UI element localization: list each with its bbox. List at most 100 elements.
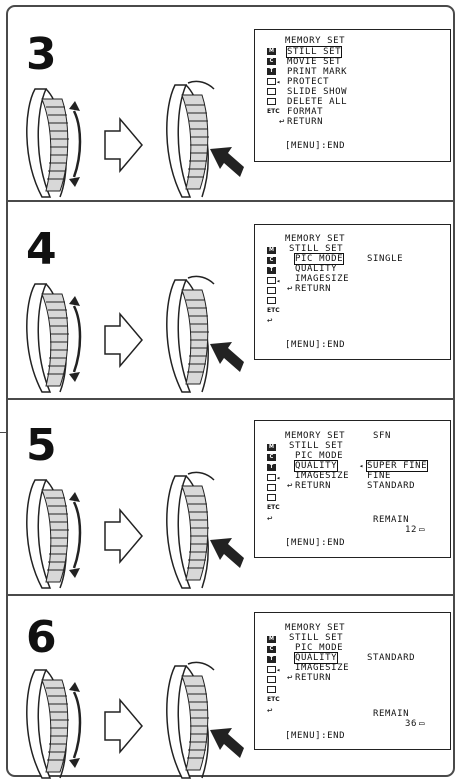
tape-icon: T bbox=[267, 656, 276, 663]
step-number: 5 bbox=[26, 420, 57, 471]
tv-icon bbox=[267, 676, 276, 683]
menu-screen: MEMORY SET STILL SET PIC MODE QUALITY ST… bbox=[254, 612, 451, 750]
step-panel: 3 MEMORY SET STILL SET MOVIE SET PRINT M… bbox=[8, 7, 453, 200]
dial-illustration bbox=[25, 471, 246, 590]
dial-illustration bbox=[25, 80, 246, 199]
etc-icon: ETC bbox=[267, 504, 280, 511]
menu-value: STANDARD bbox=[367, 653, 416, 663]
tape-icon: T bbox=[267, 267, 276, 274]
memory-card-icon: ▭ bbox=[419, 525, 426, 535]
step-panel: 5 MEMORY SET SFN STILL SET PIC MODE QUAL… bbox=[8, 400, 453, 594]
step-panel: 6 MEMORY SET STILL SET PIC MODE QUALITY … bbox=[8, 596, 453, 780]
display-icon bbox=[267, 474, 276, 481]
menu-item: FORMAT bbox=[287, 107, 324, 117]
display-icon bbox=[267, 78, 276, 85]
menu-item: IMAGESIZE bbox=[295, 663, 350, 673]
menu-item: IMAGESIZE bbox=[295, 471, 350, 481]
setup-icon bbox=[267, 686, 276, 693]
margin-tick bbox=[0, 432, 6, 433]
menu-title: MEMORY SET bbox=[285, 431, 346, 441]
menu-item: PRINT MARK bbox=[287, 67, 348, 77]
camera-icon: C bbox=[267, 646, 276, 653]
tv-icon bbox=[267, 484, 276, 491]
menu-item-return: RETURN bbox=[295, 284, 332, 294]
menu-value: SINGLE bbox=[367, 254, 404, 264]
return-icon: ↩ bbox=[267, 514, 274, 524]
divider bbox=[6, 200, 455, 202]
menu-footer: [MENU]:END bbox=[285, 731, 346, 741]
option-super-fine: SUPER FINE bbox=[365, 460, 429, 472]
remain-value: 12 bbox=[405, 525, 418, 535]
memory-icon: M bbox=[267, 48, 276, 55]
menu-item: PIC MODE bbox=[295, 451, 344, 461]
step-panel: 4 MEMORY SET STILL SET PIC MODE SINGLE Q… bbox=[8, 202, 453, 398]
menu-screen: MEMORY SET SFN STILL SET PIC MODE QUALIT… bbox=[254, 420, 451, 558]
menu-screen: MEMORY SET STILL SET MOVIE SET PRINT MAR… bbox=[254, 29, 451, 162]
arrow-left-icon: ◂ bbox=[276, 277, 281, 285]
menu-item-return: RETURN bbox=[287, 117, 324, 127]
display-icon bbox=[267, 277, 276, 284]
submenu-title: STILL SET bbox=[289, 244, 344, 254]
menu-footer: [MENU]:END bbox=[285, 141, 346, 151]
tv-icon bbox=[267, 287, 276, 294]
menu-title: MEMORY SET bbox=[285, 36, 346, 46]
step-number: 6 bbox=[26, 612, 57, 663]
return-icon: ↩ bbox=[267, 316, 274, 326]
menu-title: MEMORY SET bbox=[285, 623, 346, 633]
menu-item: MOVIE SET bbox=[287, 57, 342, 67]
menu-item: DELETE ALL bbox=[287, 97, 348, 107]
remain-value: 36 bbox=[405, 719, 418, 729]
memory-icon: M bbox=[267, 444, 276, 451]
setup-icon bbox=[267, 98, 276, 105]
menu-item-pic-mode: PIC MODE bbox=[293, 253, 345, 265]
tv-icon bbox=[267, 88, 276, 95]
menu-footer: [MENU]:END bbox=[285, 538, 346, 548]
etc-icon: ETC bbox=[267, 696, 280, 703]
page-frame bbox=[6, 5, 455, 777]
step-number: 3 bbox=[26, 29, 57, 80]
return-icon: ↩ bbox=[287, 481, 294, 491]
arrow-left-icon: ◂ bbox=[276, 666, 281, 674]
tape-icon: T bbox=[267, 68, 276, 75]
menu-item: SLIDE SHOW bbox=[287, 87, 348, 97]
memory-icon: M bbox=[267, 247, 276, 254]
arrow-left-icon: ◂ bbox=[276, 78, 281, 86]
menu-item: PROTECT bbox=[287, 77, 330, 87]
divider bbox=[6, 398, 455, 400]
setup-icon bbox=[267, 297, 276, 304]
menu-item-return: RETURN bbox=[295, 481, 332, 491]
return-icon: ↩ bbox=[287, 673, 294, 683]
menu-title: MEMORY SET bbox=[285, 234, 346, 244]
step-number: 4 bbox=[26, 224, 57, 275]
arrow-left-icon: ◂ bbox=[359, 462, 364, 470]
arrow-left-icon: ◂ bbox=[276, 474, 281, 482]
memory-card-icon: ▭ bbox=[419, 719, 426, 729]
quality-indicator: SFN bbox=[373, 431, 392, 441]
return-icon: ↩ bbox=[287, 284, 294, 294]
camera-icon: C bbox=[267, 454, 276, 461]
etc-icon: ETC bbox=[267, 108, 280, 115]
submenu-title: STILL SET bbox=[289, 441, 344, 451]
option-standard: STANDARD bbox=[367, 481, 416, 491]
remain-label: REMAIN bbox=[373, 709, 410, 719]
menu-footer: [MENU]:END bbox=[285, 340, 346, 350]
etc-icon: ETC bbox=[267, 307, 280, 314]
memory-icon: M bbox=[267, 636, 276, 643]
tape-icon: T bbox=[267, 464, 276, 471]
menu-item: QUALITY bbox=[295, 264, 338, 274]
menu-item-still-set: STILL SET bbox=[285, 46, 343, 58]
menu-item: PIC MODE bbox=[295, 643, 344, 653]
return-icon: ↩ bbox=[267, 706, 274, 716]
camera-icon: C bbox=[267, 257, 276, 264]
menu-item-quality: QUALITY bbox=[293, 460, 339, 472]
menu-screen: MEMORY SET STILL SET PIC MODE SINGLE QUA… bbox=[254, 224, 451, 360]
menu-item: IMAGESIZE bbox=[295, 274, 350, 284]
option-fine: FINE bbox=[367, 471, 392, 481]
return-icon: ↩ bbox=[279, 117, 286, 127]
dial-illustration bbox=[25, 275, 246, 394]
remain-label: REMAIN bbox=[373, 515, 410, 525]
display-icon bbox=[267, 666, 276, 673]
dial-illustration bbox=[25, 661, 246, 780]
menu-item-return: RETURN bbox=[295, 673, 332, 683]
camera-icon: C bbox=[267, 58, 276, 65]
